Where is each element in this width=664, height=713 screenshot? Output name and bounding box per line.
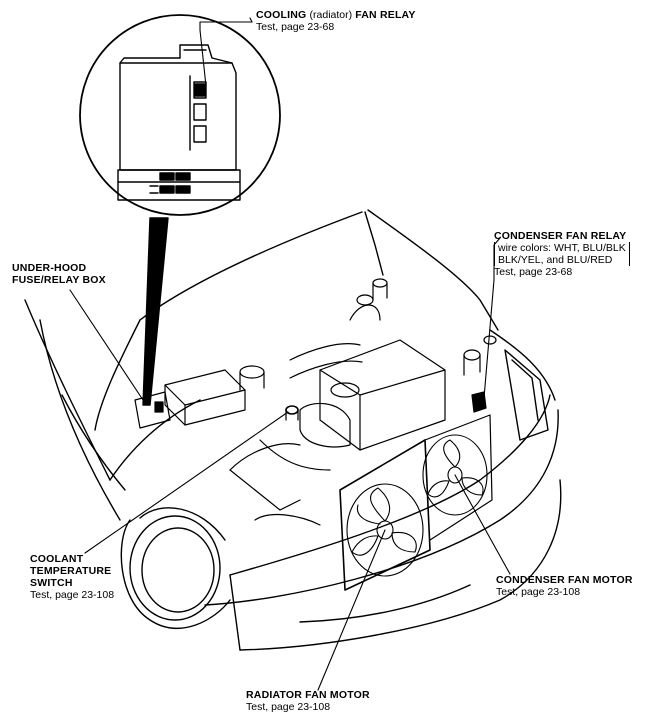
condenser-motor-title: CONDENSER FAN MOTOR	[496, 574, 633, 586]
cooling-relay-title-paren: (radiator)	[309, 9, 353, 21]
cooling-relay-title: COOLING	[256, 9, 310, 21]
cooling-relay-title-end: FAN RELAY	[352, 9, 416, 21]
coolant-temperature-switch-label: COOLANT TEMPERATURE SWITCH Test, page 23…	[30, 553, 114, 601]
coolant-line2: TEMPERATURE	[30, 565, 112, 577]
condenser-relay-wires-2: BLK/YEL, and BLU/RED	[498, 254, 613, 266]
cooling-relay-ref: Test, page 23-68	[256, 21, 335, 33]
condenser-fan-motor-label: CONDENSER FAN MOTOR Test, page 23-108	[496, 574, 633, 598]
cooling-fan-relay-label: COOLING (radiator) FAN RELAY Test, page …	[256, 9, 416, 33]
condenser-relay-ref: Test, page 23-68	[494, 266, 573, 278]
radiator-motor-ref: Test, page 23-108	[246, 701, 331, 713]
coolant-line3: SWITCH	[30, 577, 73, 589]
engine-components	[134, 278, 497, 591]
radiator-motor-title: RADIATOR FAN MOTOR	[246, 689, 370, 701]
condenser-relay-wires-1: wire colors: WHT, BLU/BLK	[498, 242, 626, 254]
under-hood-line2: FUSE/RELAY BOX	[12, 274, 106, 286]
condenser-fan	[422, 434, 488, 516]
car-body	[24, 209, 562, 651]
leader-lines	[69, 17, 511, 691]
radiator-fan	[346, 483, 424, 577]
under-hood-line1: UNDER-HOOD	[12, 262, 87, 274]
under-hood-fuse-box-label: UNDER-HOOD FUSE/RELAY BOX	[12, 262, 106, 286]
inset-magnifier	[79, 14, 281, 406]
condenser-relay-title: CONDENSER FAN RELAY	[494, 230, 627, 242]
condenser-fan-relay-label: CONDENSER FAN RELAY wire colors: WHT, BL…	[494, 230, 630, 278]
condenser-motor-ref: Test, page 23-108	[496, 586, 581, 598]
coolant-ref: Test, page 23-108	[30, 589, 115, 601]
coolant-line1: COOLANT	[30, 553, 84, 565]
radiator-fan-motor-label: RADIATOR FAN MOTOR Test, page 23-108	[246, 689, 370, 713]
